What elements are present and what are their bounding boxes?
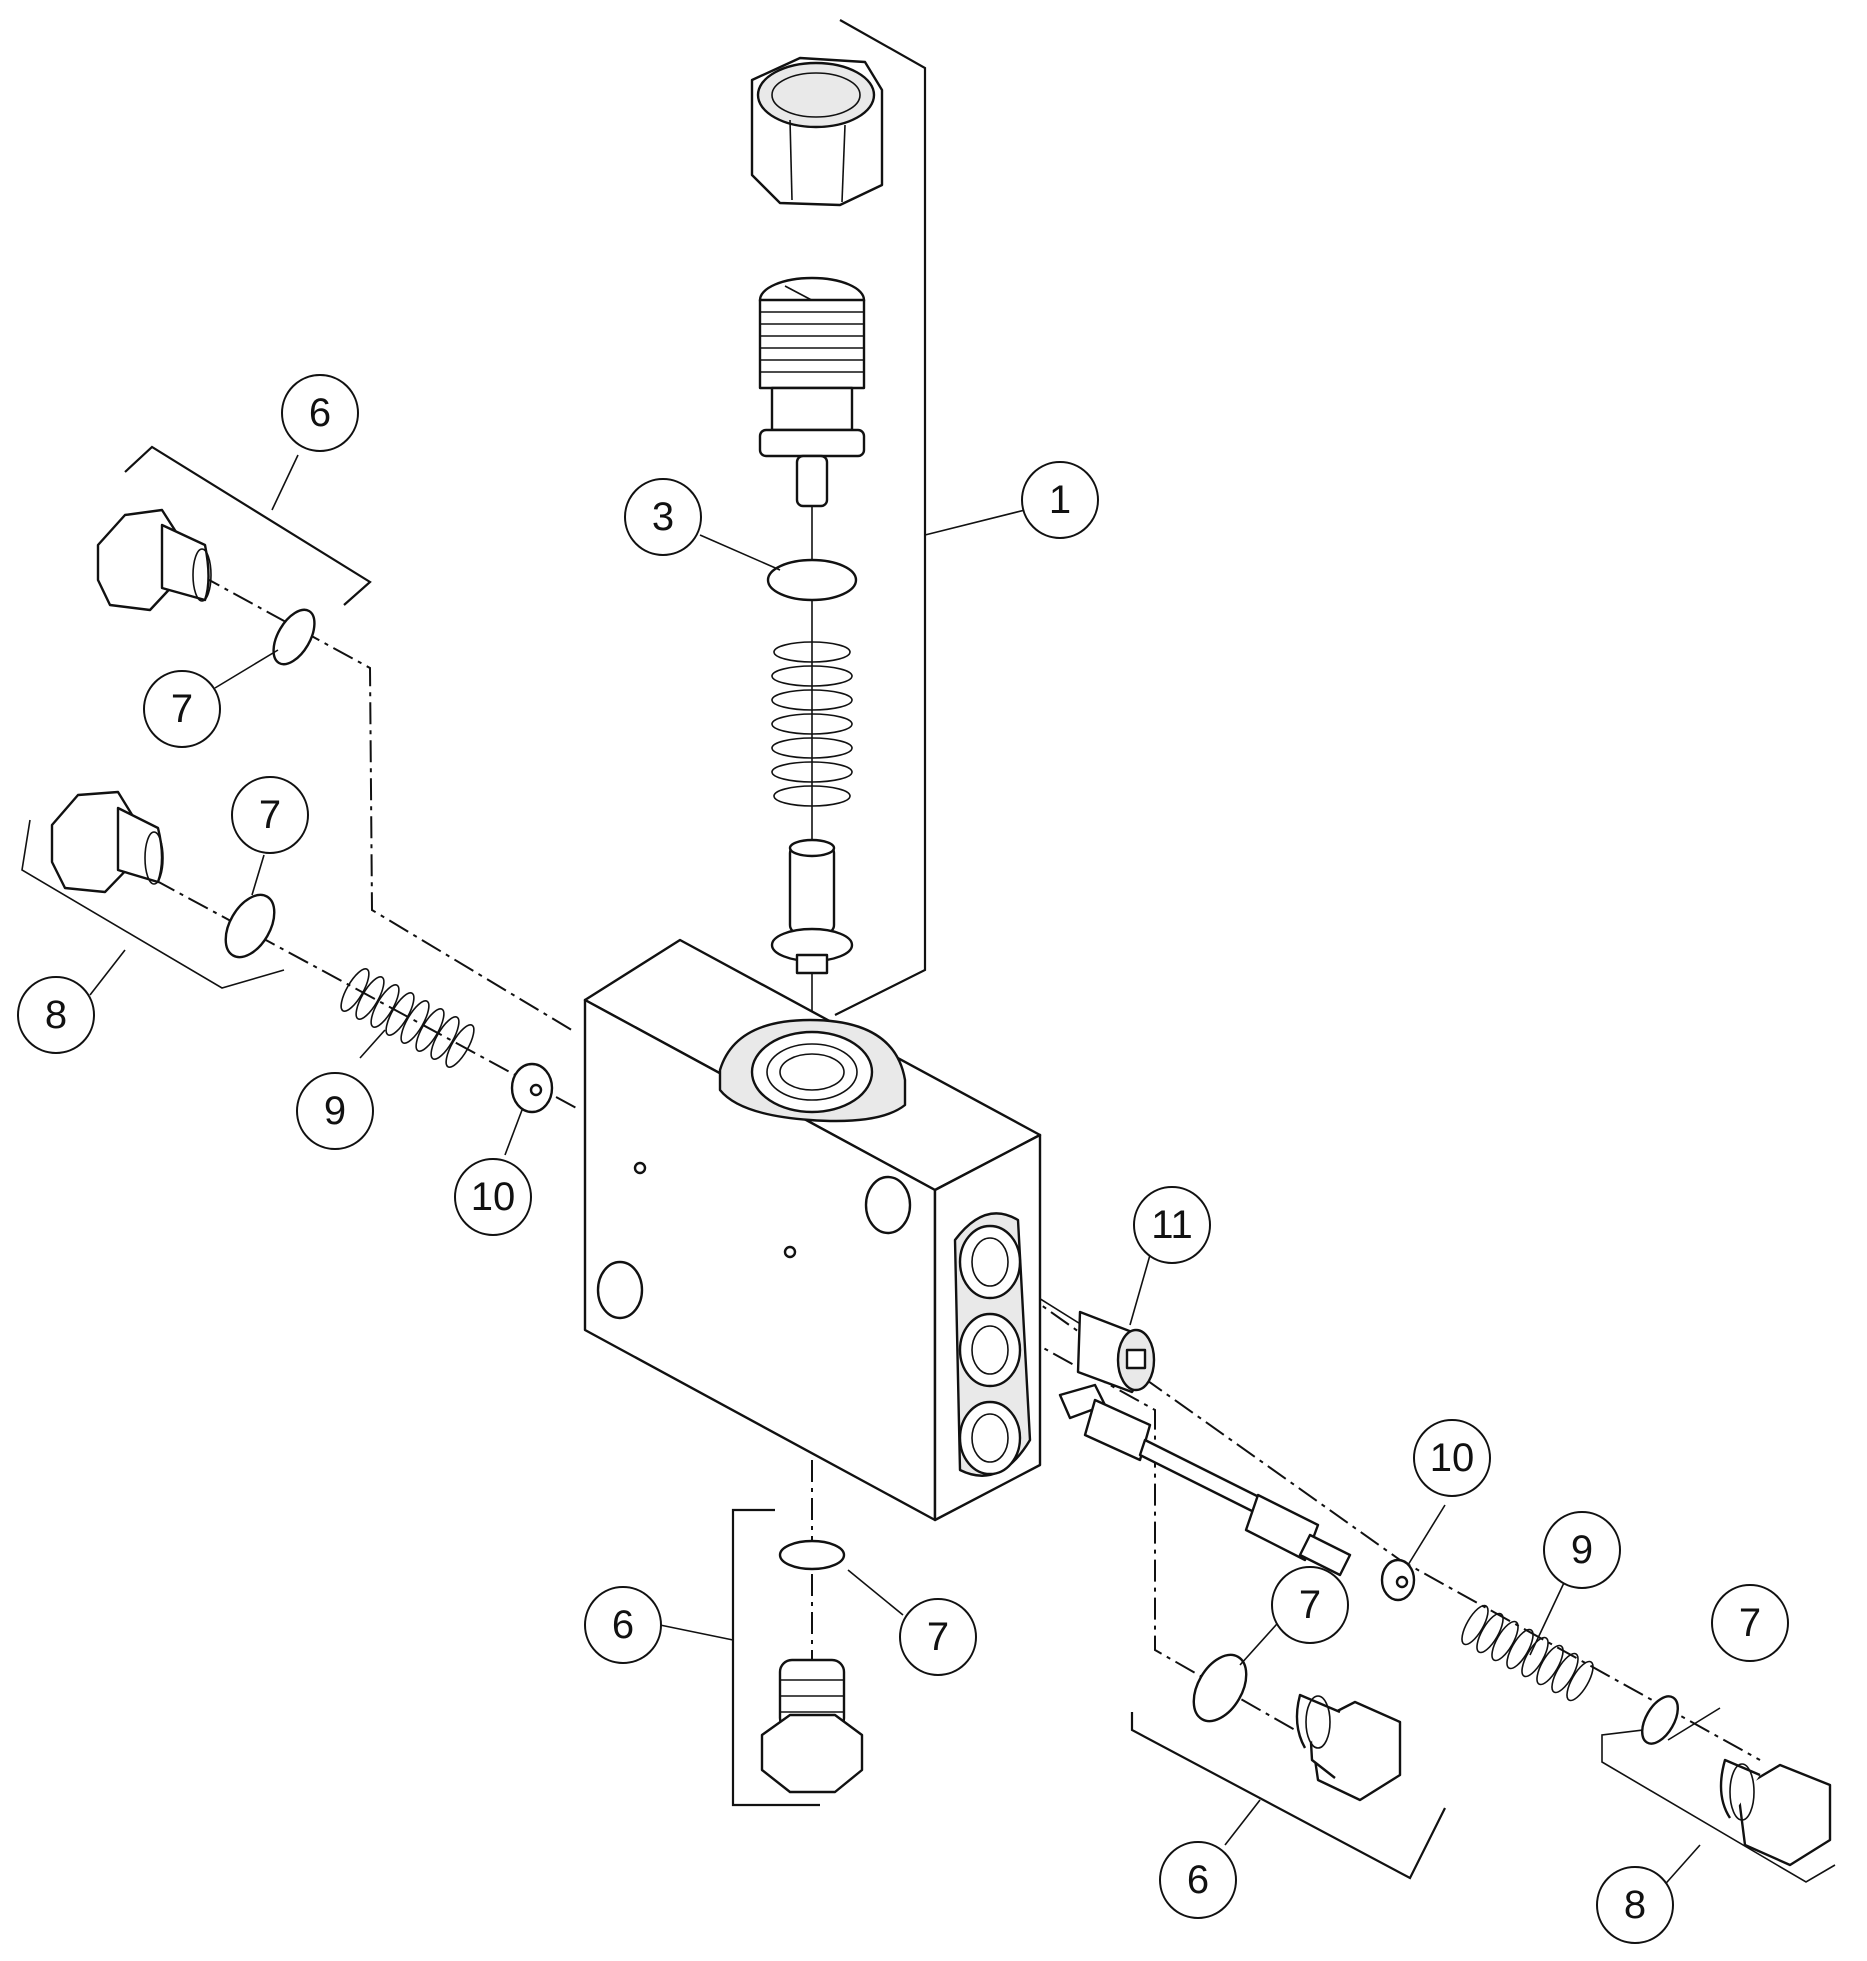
plug-upper-left bbox=[96, 508, 316, 666]
callouts: 1 3 6 7 7 8 9 10 bbox=[17, 374, 1789, 1944]
svg-text:7: 7 bbox=[1299, 1583, 1321, 1627]
svg-text:7: 7 bbox=[927, 1615, 949, 1659]
bracket-6-bottom-right bbox=[1130, 1712, 1446, 1880]
bracket-1 bbox=[834, 19, 927, 1016]
svg-text:8: 8 bbox=[1624, 1883, 1646, 1927]
callout-9-right: 9 bbox=[1543, 1511, 1621, 1589]
group-brackets bbox=[21, 19, 1836, 1883]
plug-bottom-right bbox=[1192, 1653, 1402, 1802]
svg-text:1: 1 bbox=[1049, 478, 1071, 522]
plug-left bbox=[50, 790, 554, 1114]
relief-cartridge-parts bbox=[750, 56, 884, 975]
callout-10-right: 10 bbox=[1413, 1419, 1491, 1497]
callout-7-bottom: 7 bbox=[899, 1598, 977, 1676]
callout-8-left: 8 bbox=[17, 976, 95, 1054]
svg-text:7: 7 bbox=[259, 793, 281, 837]
svg-text:7: 7 bbox=[171, 687, 193, 731]
callout-11: 11 bbox=[1133, 1186, 1211, 1264]
svg-text:7: 7 bbox=[1739, 1601, 1761, 1645]
callout-7-left: 7 bbox=[231, 776, 309, 854]
callout-6-bottom: 6 bbox=[584, 1586, 662, 1664]
callout-7-bottom-right: 7 bbox=[1271, 1566, 1349, 1644]
bracket-8-left bbox=[21, 819, 285, 989]
callout-9-left: 9 bbox=[296, 1072, 374, 1150]
callout-8-right: 8 bbox=[1596, 1866, 1674, 1944]
svg-text:9: 9 bbox=[324, 1089, 346, 1133]
callout-7-far-right: 7 bbox=[1711, 1584, 1789, 1662]
plug-right bbox=[1380, 1558, 1832, 1867]
plug-bottom bbox=[760, 1539, 864, 1794]
spool-right bbox=[1058, 1383, 1352, 1577]
bracket-6-bottom bbox=[731, 1508, 820, 1807]
svg-text:10: 10 bbox=[471, 1175, 516, 1219]
bracket-6-top-left bbox=[124, 445, 372, 606]
svg-text:11: 11 bbox=[1151, 1203, 1193, 1247]
callout-10-left: 10 bbox=[454, 1158, 532, 1236]
svg-text:9: 9 bbox=[1571, 1528, 1593, 1572]
callout-7-upper-left: 7 bbox=[143, 670, 221, 748]
valve-body bbox=[583, 938, 1042, 1522]
plug-11 bbox=[1076, 1310, 1156, 1394]
svg-text:3: 3 bbox=[652, 495, 674, 539]
svg-text:8: 8 bbox=[45, 993, 67, 1037]
svg-text:6: 6 bbox=[309, 391, 331, 435]
svg-text:6: 6 bbox=[612, 1603, 634, 1647]
callout-6-upper-left: 6 bbox=[281, 374, 359, 452]
bracket-8-right bbox=[1601, 1727, 1836, 1883]
callout-3: 3 bbox=[624, 478, 702, 556]
svg-text:6: 6 bbox=[1187, 1858, 1209, 1902]
callout-1: 1 bbox=[1021, 461, 1099, 539]
callout-6-bottom-right: 6 bbox=[1159, 1841, 1237, 1919]
svg-text:10: 10 bbox=[1430, 1436, 1475, 1480]
